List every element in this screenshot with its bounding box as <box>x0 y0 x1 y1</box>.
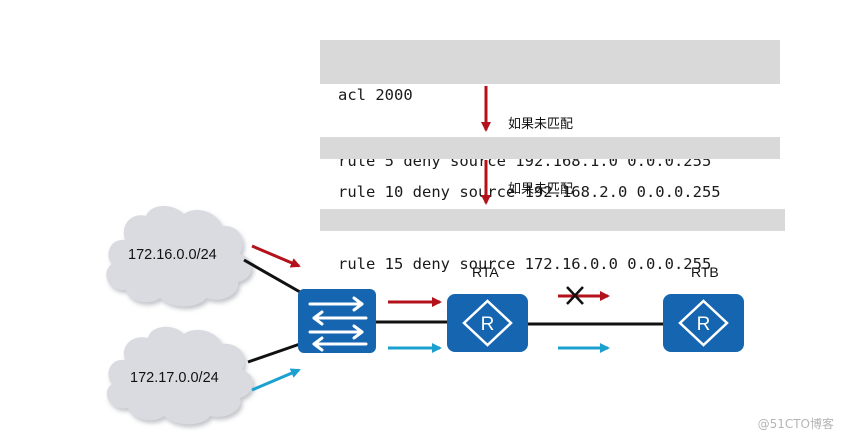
no-match-note-1: 如果未匹配 <box>508 117 574 132</box>
router-rtb-icon: R <box>663 294 744 352</box>
acl-header-line: acl 2000 <box>338 86 413 104</box>
cloud-network-b <box>106 326 254 425</box>
watermark: @51CTO博客 <box>757 417 834 431</box>
acl-block-3: rule 15 deny source 172.16.0.0 0.0.0.255 <box>320 209 785 273</box>
router-rtb-label: RTB <box>691 264 719 280</box>
no-match-note-2: 如果未匹配 <box>508 182 574 197</box>
svg-text:R: R <box>697 314 711 335</box>
traffic-arrow-cyan-cloud-b <box>251 368 301 392</box>
svg-text:R: R <box>481 314 495 335</box>
router-rta-icon: R <box>447 294 528 352</box>
acl-rule-15: rule 15 deny source 172.16.0.0 0.0.0.255 <box>338 255 712 273</box>
traffic-arrow-red-cloud-a <box>251 244 301 268</box>
network-b-label: 172.17.0.0/24 <box>130 370 219 386</box>
cloud-network-a <box>106 205 252 307</box>
blocked-x-icon <box>566 286 584 305</box>
switch-icon <box>298 289 376 353</box>
network-a-label: 172.16.0.0/24 <box>128 247 217 263</box>
router-rta-label: RTA <box>472 264 499 280</box>
link-cloud-a-switch <box>243 258 301 294</box>
link-cloud-b-switch <box>247 342 301 364</box>
